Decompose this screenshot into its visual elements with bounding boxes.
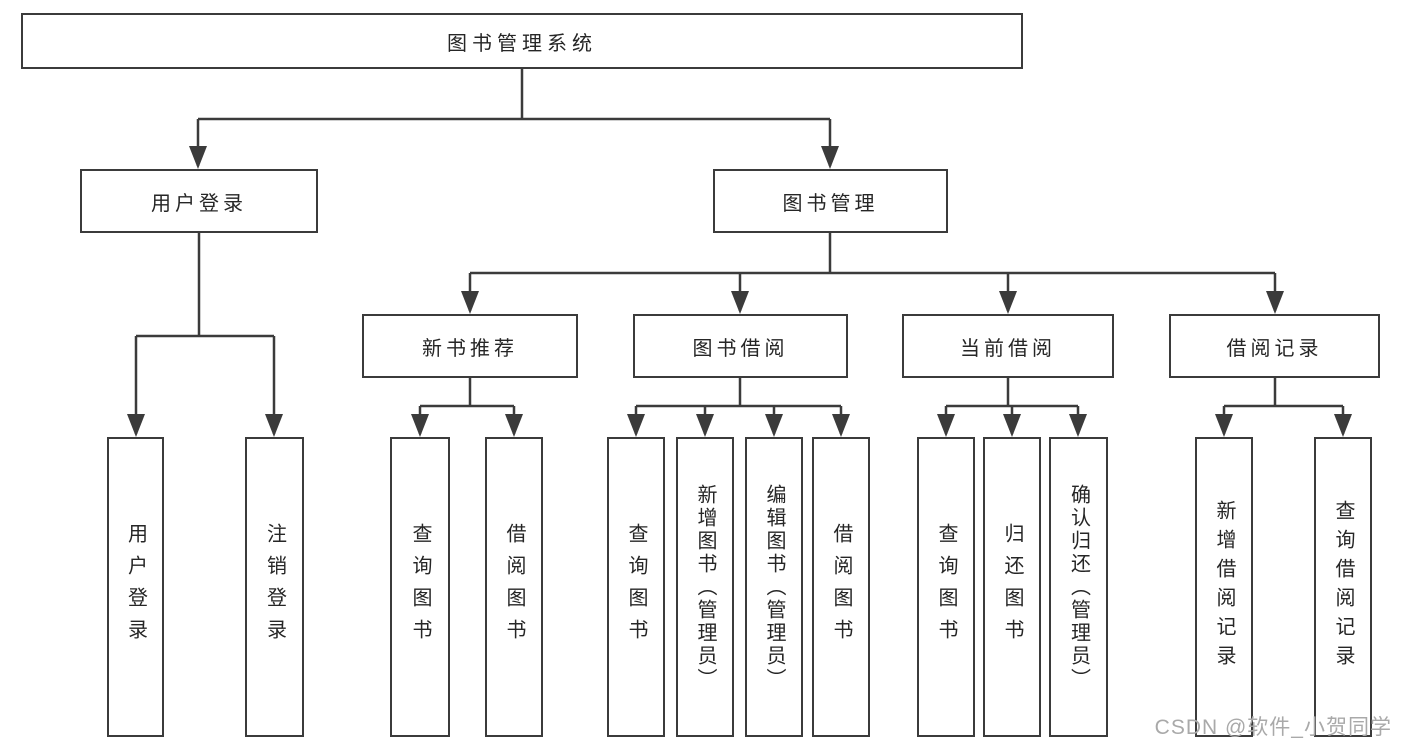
leaf-newbook-borrow-book: 借阅图书 — [485, 437, 543, 737]
connector-user-login-to-leaves — [134, 233, 276, 434]
connector-book-mgmt-to-level3 — [468, 233, 1277, 311]
arrowhead-icon — [189, 146, 207, 169]
connector-root-to-level2 — [196, 69, 832, 166]
arrowhead-icon — [821, 146, 839, 169]
leaf-logout: 注销登录 — [245, 437, 304, 737]
leaf-records-add-record: 新增借阅记录 — [1195, 437, 1253, 737]
connector-borrow-to-leaves — [634, 378, 843, 434]
arrowheads — [127, 146, 1352, 437]
arrowhead-icon — [1003, 414, 1021, 437]
leaf-newbook-query-book: 查询图书 — [390, 437, 450, 737]
connector-records-to-leaves — [1222, 378, 1345, 434]
node-book-management: 图书管理 — [713, 169, 948, 233]
arrowhead-icon — [265, 414, 283, 437]
node-new-book-recommend: 新书推荐 — [362, 314, 578, 378]
node-borrow-records: 借阅记录 — [1169, 314, 1380, 378]
leaf-user-login: 用户登录 — [107, 437, 164, 737]
arrowhead-icon — [1266, 291, 1284, 314]
node-user-login: 用户登录 — [80, 169, 318, 233]
leaf-borrow-add-book-admin: 新增图书（管理员） — [676, 437, 734, 737]
arrowhead-icon — [505, 414, 523, 437]
arrowhead-icon — [832, 414, 850, 437]
arrowhead-icon — [937, 414, 955, 437]
arrowhead-icon — [127, 414, 145, 437]
leaf-current-confirm-return-admin: 确认归还（管理员） — [1049, 437, 1108, 737]
arrowhead-icon — [1334, 414, 1352, 437]
leaf-records-query-record: 查询借阅记录 — [1314, 437, 1372, 737]
node-current-borrow: 当前借阅 — [902, 314, 1114, 378]
arrowhead-icon — [1215, 414, 1233, 437]
root-label: 图书管理系统 — [447, 32, 597, 55]
csdn-watermark: CSDN @软件_小贺同学 — [1154, 716, 1392, 739]
arrowhead-icon — [765, 414, 783, 437]
connector-newbook-to-leaves — [418, 378, 516, 434]
leaf-borrow-edit-book-admin: 编辑图书（管理员） — [745, 437, 803, 737]
arrowhead-icon — [411, 414, 429, 437]
node-book-borrow: 图书借阅 — [633, 314, 848, 378]
leaf-borrow-query-book: 查询图书 — [607, 437, 665, 737]
leaf-current-query-book: 查询图书 — [917, 437, 975, 737]
arrowhead-icon — [731, 291, 749, 314]
arrowhead-icon — [627, 414, 645, 437]
arrowhead-icon — [1069, 414, 1087, 437]
leaf-current-return-book: 归还图书 — [983, 437, 1041, 737]
arrowhead-icon — [461, 291, 479, 314]
arrowhead-icon — [999, 291, 1017, 314]
leaf-borrow-borrow-book: 借阅图书 — [812, 437, 870, 737]
arrowhead-icon — [696, 414, 714, 437]
node-root-system: 图书管理系统 — [21, 13, 1023, 69]
